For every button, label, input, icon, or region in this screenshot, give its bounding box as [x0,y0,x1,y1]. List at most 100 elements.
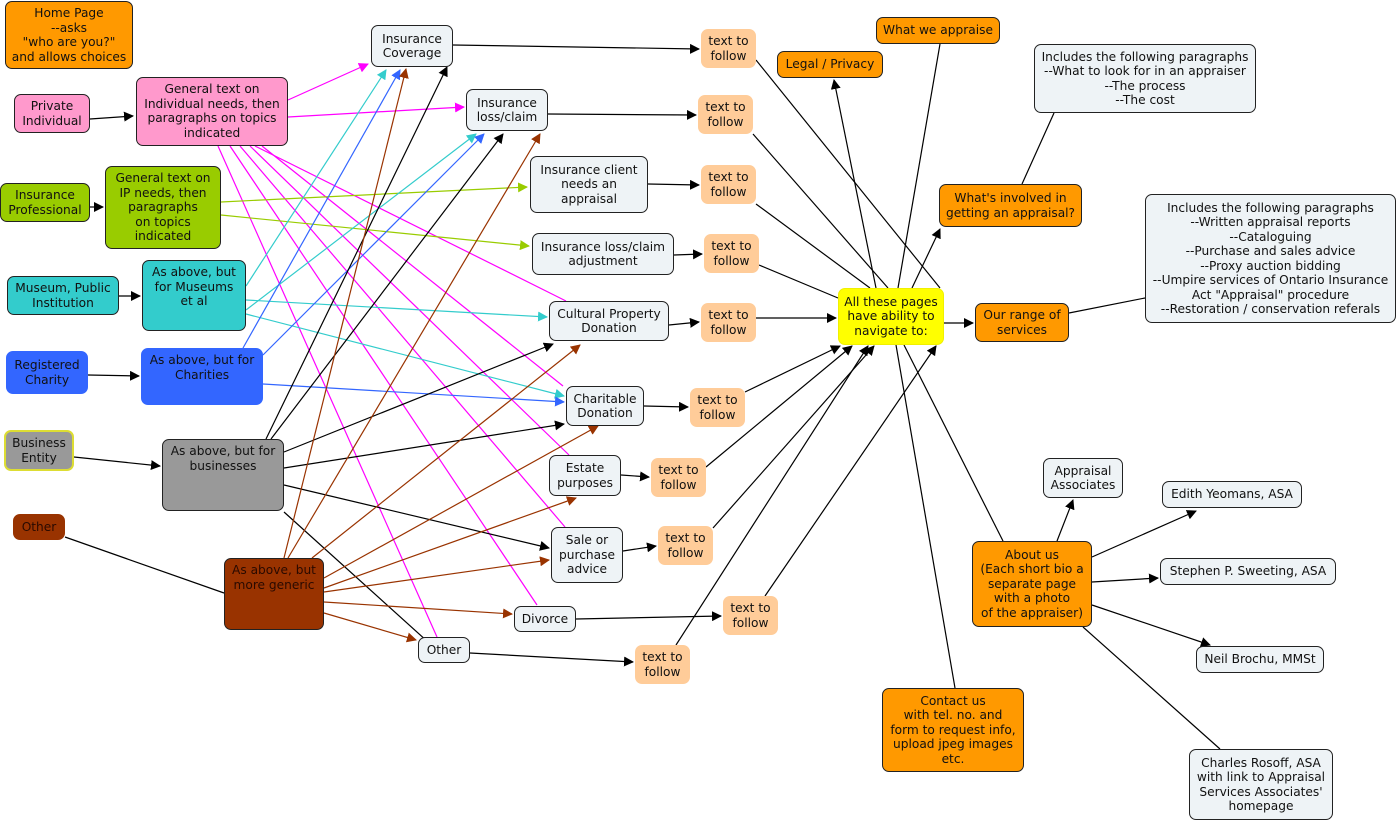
arrow-lime-14 [220,182,528,203]
connector-pink-12 [229,145,538,606]
ip-text-node[interactable]: General text on IP needs, then paragraph… [105,166,221,249]
other-topic-node[interactable]: Other [418,637,470,663]
whats-involved-node[interactable]: What's involved in getting an appraisal? [939,184,1082,227]
arrow-teal-18 [245,299,548,322]
arrow-teal-17 [245,133,477,311]
text-to-follow-5[interactable]: text to follow [701,303,756,342]
registered-charity-node[interactable]: Registered Charity [6,351,88,394]
insurance-professional-node[interactable]: Insurance Professional [0,183,90,222]
text-to-follow-7[interactable]: text to follow [651,458,706,497]
arrow-brown-32 [323,425,599,579]
connector-black-62 [895,344,956,689]
text-to-follow-10[interactable]: text to follow [635,645,690,684]
arrow-blue-20 [242,69,401,349]
business-entity-node[interactable]: Business Entity [4,430,74,471]
text-to-follow-9[interactable]: text to follow [723,596,778,635]
arrow-brown-36 [323,612,417,643]
arrow-black-53 [705,345,853,468]
arrow-black-45 [575,611,722,622]
connector-black-47 [755,59,941,289]
arrow-brown-33 [323,496,577,589]
connector-pink-13 [217,145,438,638]
contact-us-node[interactable]: Contact us with tel. no. and form to req… [882,688,1024,772]
cultural-property-node[interactable]: Cultural Property Donation [549,301,669,341]
arrow-brown-29 [283,68,409,559]
arrow-black-46 [469,652,634,667]
connector-black-63 [1021,112,1055,185]
arrow-blue-22 [262,383,565,407]
arrow-black-42 [643,401,689,412]
home-page-node[interactable]: Home Page --asks "who are you?" and allo… [5,1,133,69]
divorce-node[interactable]: Divorce [514,606,576,632]
arrow-black-67 [1091,573,1159,584]
edith-yeomans-node[interactable]: Edith Yeomans, ASA [1162,481,1302,508]
connector-pink-11 [239,145,566,528]
generic-text-node[interactable]: As above, but more generic [224,558,324,630]
museum-node[interactable]: Museum, Public Institution [7,276,119,315]
connector-black-61 [903,344,1004,542]
charles-rosoff-node[interactable]: Charles Rosoff, ASA with link to Apprais… [1189,749,1333,820]
arrow-brown-30 [287,133,541,559]
insurance-coverage-node[interactable]: Insurance Coverage [371,25,453,67]
connector-black-48 [752,133,889,289]
arrow-black-54 [712,345,875,529]
individual-text-node[interactable]: General text on Individual needs, then p… [136,77,288,146]
stephen-sweeting-node[interactable]: Stephen P. Sweeting, ASA [1160,558,1336,585]
arrow-pink-6 [287,63,369,101]
arrow-brown-34 [323,556,550,593]
arrow-brown-35 [323,601,513,619]
involved-note-node: Includes the following paragraphs --What… [1034,44,1256,113]
arrow-black-25 [283,342,554,453]
arrow-black-55 [764,345,937,597]
about-us-node[interactable]: About us (Each short bio a separate page… [972,541,1092,627]
connector-pink-9 [261,145,564,387]
text-to-follow-4[interactable]: text to follow [704,234,759,273]
arrow-black-41 [668,317,700,328]
charitable-donation-node[interactable]: Charitable Donation [566,386,644,426]
text-to-follow-8[interactable]: text to follow [658,526,713,565]
connector-black-58 [897,43,941,289]
services-note-node: Includes the following paragraphs --Writ… [1145,194,1396,323]
arrow-black-44 [622,542,657,553]
connector-black-49 [755,203,871,289]
business-text-node[interactable]: As above, but for businesses [162,439,284,511]
arrow-black-57 [830,79,877,289]
charity-text-node[interactable]: As above, but for Charities [141,348,263,405]
arrow-teal-19 [245,313,565,399]
arrow-black-24 [270,133,504,440]
legal-privacy-node[interactable]: Legal / Privacy [777,51,883,78]
arrow-black-66 [1091,510,1197,558]
arrow-black-23 [265,66,448,440]
text-to-follow-6[interactable]: text to follow [690,388,745,427]
arrow-black-43 [620,471,650,482]
other-left-node[interactable]: Other [13,514,65,540]
neil-brochu-node[interactable]: Neil Brochu, MMSt [1196,646,1324,673]
arrow-black-56 [675,345,869,646]
private-individual-node[interactable]: Private Individual [14,94,90,133]
arrow-black-4 [73,456,161,471]
connector-black-50 [758,264,839,299]
arrow-black-40 [673,249,703,260]
arrow-black-38 [547,109,697,120]
arrow-black-65 [1056,499,1075,542]
text-to-follow-1[interactable]: text to follow [701,29,756,68]
arrow-black-59 [911,228,941,289]
arrow-black-3 [87,370,140,381]
museum-text-node[interactable]: As above, but for Museums et al [142,260,246,331]
text-to-follow-2[interactable]: text to follow [698,95,753,134]
insurance-client-node[interactable]: Insurance client needs an appraisal [530,156,648,213]
appraisal-associates-node[interactable]: Appraisal Associates [1043,458,1123,498]
range-of-services-node[interactable]: Our range of services [975,303,1069,342]
insurance-loss-node[interactable]: Insurance loss/claim [466,89,548,131]
what-we-appraise-node[interactable]: What we appraise [876,17,1000,44]
text-to-follow-3[interactable]: text to follow [701,165,756,204]
estate-purposes-node[interactable]: Estate purposes [549,455,621,496]
arrow-black-37 [452,43,700,54]
sale-purchase-node[interactable]: Sale or purchase advice [551,527,623,583]
arrow-black-52 [744,345,841,393]
insurance-adjustment-node[interactable]: Insurance loss/claim adjustment [532,233,674,275]
connector-black-64 [1068,297,1146,314]
arrow-lime-15 [220,214,530,251]
navigation-hub-node[interactable]: All these pages have ability to navigate… [838,288,944,345]
